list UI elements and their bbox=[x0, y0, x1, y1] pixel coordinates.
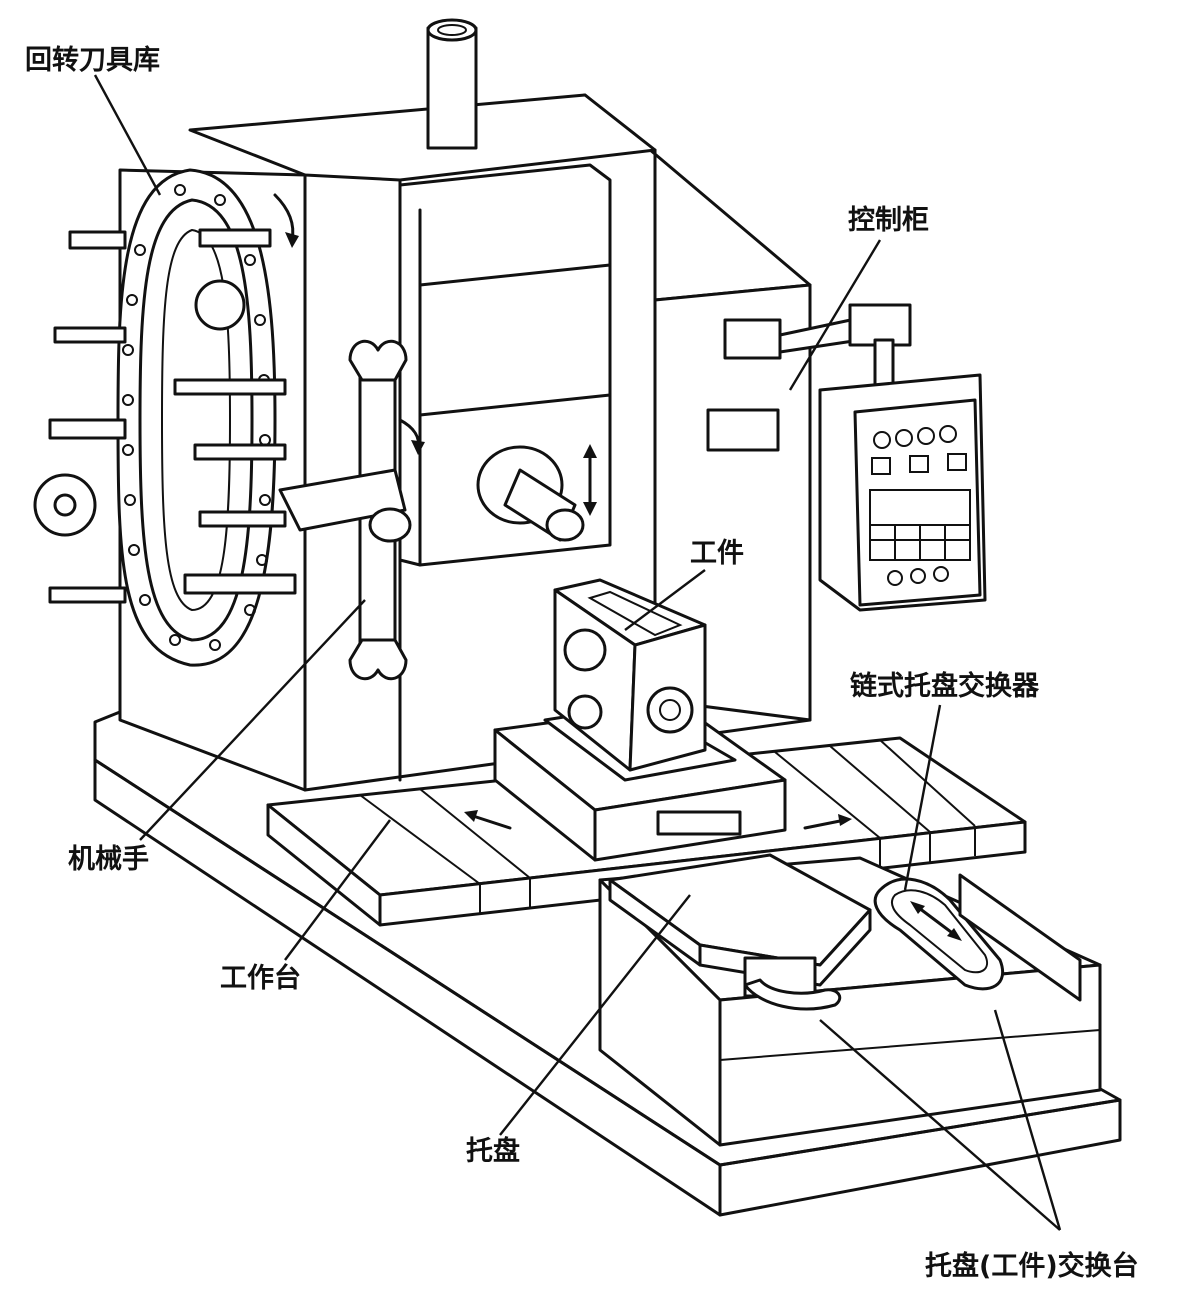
workpiece bbox=[543, 578, 737, 782]
chain-pallet-changer bbox=[743, 873, 1082, 1011]
manipulator bbox=[278, 339, 425, 681]
top-pipe bbox=[426, 18, 478, 150]
leader-exchange-table-b bbox=[993, 1009, 1062, 1231]
leader-chain-pallet-changer bbox=[903, 704, 942, 891]
pallet bbox=[608, 853, 872, 998]
leader-exchange-table-a bbox=[819, 1019, 1061, 1231]
leader-pallet bbox=[499, 894, 691, 1136]
leader-lines bbox=[93, 74, 1062, 1231]
vertical-arrow bbox=[583, 444, 597, 516]
leader-worktable bbox=[284, 819, 391, 961]
control-cabinet bbox=[653, 283, 812, 722]
leader-workpiece bbox=[624, 569, 706, 631]
leader-manipulator bbox=[139, 599, 366, 841]
panel-buttons bbox=[869, 425, 971, 586]
rotary-tool-magazine bbox=[33, 168, 299, 667]
label-pallet: 托盘 bbox=[466, 1136, 520, 1167]
label-chain-pallet-changer: 链式托盘交换器 bbox=[850, 671, 1039, 702]
leader-tool-magazine bbox=[93, 74, 162, 196]
control-pendant bbox=[723, 303, 987, 612]
spindle-head bbox=[398, 163, 612, 567]
tools-left bbox=[33, 230, 127, 604]
label-workpiece: 工件 bbox=[690, 538, 744, 569]
label-pallet-exchange-table: 托盘(工件)交换台 bbox=[925, 1251, 1139, 1282]
label-manipulator: 机械手 bbox=[68, 844, 149, 875]
label-worktable: 工作台 bbox=[220, 963, 301, 994]
leader-control-cabinet bbox=[788, 239, 882, 391]
tools-right bbox=[173, 228, 297, 595]
label-tool-magazine: 回转刀具库 bbox=[25, 45, 160, 76]
label-control-cabinet: 控制柜 bbox=[848, 205, 929, 236]
